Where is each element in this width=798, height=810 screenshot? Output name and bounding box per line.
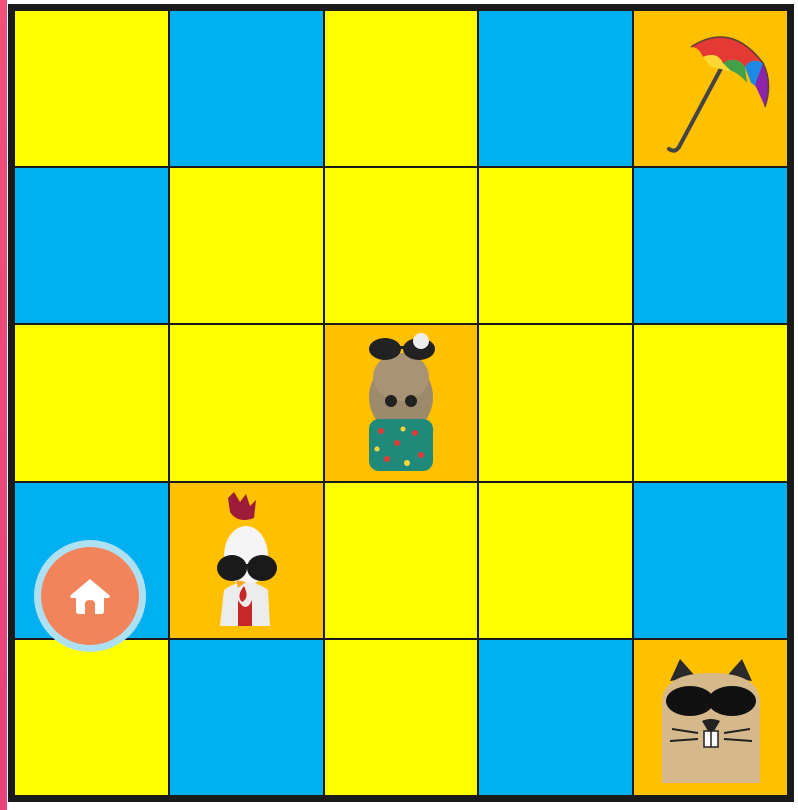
- left-edge-strip: [0, 0, 7, 810]
- board-cell[interactable]: [170, 11, 323, 166]
- board-cell[interactable]: [15, 640, 168, 795]
- board-cell[interactable]: [170, 168, 323, 323]
- board-cell[interactable]: [325, 325, 478, 480]
- board-cell[interactable]: [170, 640, 323, 795]
- beaver-icon[interactable]: [652, 651, 770, 783]
- rooster-icon[interactable]: [198, 490, 294, 630]
- hippo-icon[interactable]: [351, 331, 451, 475]
- board-cell[interactable]: [325, 11, 478, 166]
- board-cell[interactable]: [15, 168, 168, 323]
- umbrella-icon[interactable]: [651, 23, 771, 155]
- board-cell[interactable]: [479, 483, 632, 638]
- board-cell[interactable]: [634, 640, 787, 795]
- board-cell[interactable]: [634, 483, 787, 638]
- board-cell[interactable]: [15, 11, 168, 166]
- board-cell[interactable]: [170, 483, 323, 638]
- home-icon: [68, 576, 112, 616]
- board-cell[interactable]: [325, 168, 478, 323]
- board-cell[interactable]: [479, 11, 632, 166]
- board-cell[interactable]: [15, 325, 168, 480]
- board-cell[interactable]: [479, 640, 632, 795]
- board-cell[interactable]: [634, 168, 787, 323]
- board-cell[interactable]: [634, 11, 787, 166]
- board-cell[interactable]: [325, 483, 478, 638]
- board-cell[interactable]: [479, 325, 632, 480]
- home-button[interactable]: [34, 540, 146, 652]
- board-cell[interactable]: [325, 640, 478, 795]
- board-cell[interactable]: [479, 168, 632, 323]
- board-cell[interactable]: [170, 325, 323, 480]
- game-board: [8, 4, 794, 802]
- home-button-face: [41, 547, 139, 645]
- board-cell[interactable]: [634, 325, 787, 480]
